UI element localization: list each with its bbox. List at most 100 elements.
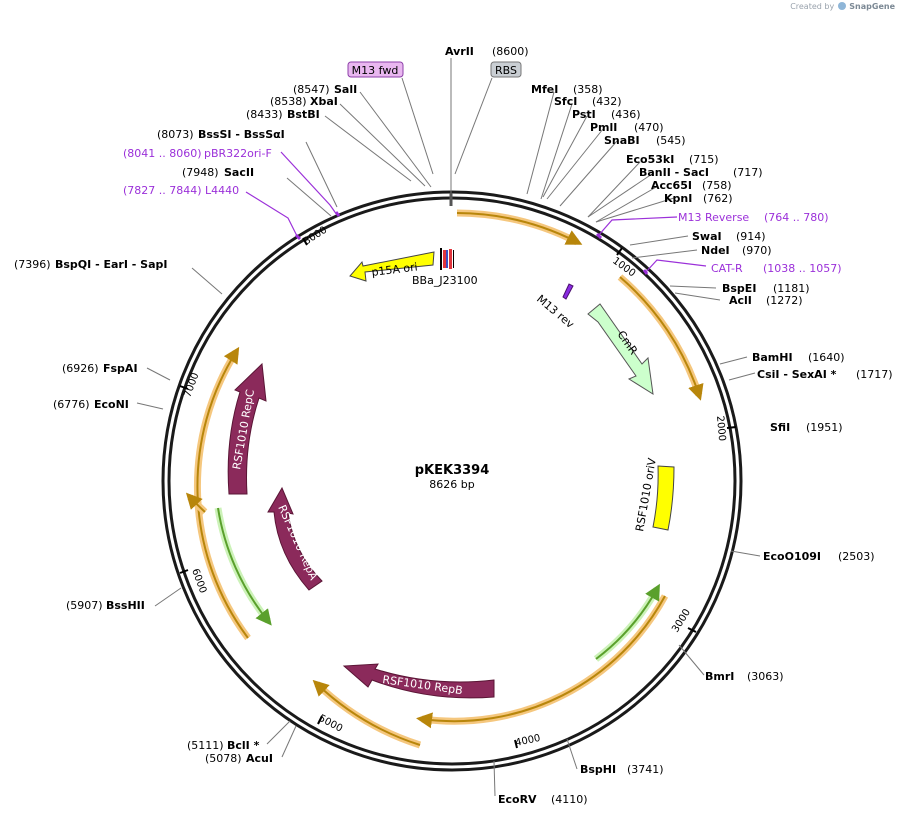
green-arc-left-line: [217, 507, 272, 626]
svg-text:BBa_J23100: BBa_J23100: [412, 274, 478, 287]
svg-text:(717): (717): [733, 166, 763, 179]
primer-l4440: (7827 .. 7844)L4440: [123, 184, 239, 197]
tick-label-7000: 7000: [182, 371, 201, 399]
site-xbai: (8538)XbaI: [270, 95, 338, 108]
feature-m13-rev: M13 rev: [534, 283, 577, 331]
site-acui: (5078)AcuI: [205, 752, 273, 765]
primer-marks: [294, 211, 649, 275]
label-rbs: RBS: [490, 61, 522, 78]
svg-text:(5907): (5907): [66, 599, 103, 612]
site-avrii: AvrII (8600): [445, 45, 529, 58]
leader-lines: [136, 58, 761, 797]
site-bspqi-eari-sapi: (7396)BspQI - EarI - SapI: [14, 258, 167, 271]
site-acc65i: Acc65I (758): [651, 179, 732, 192]
svg-text:(762): (762): [703, 192, 733, 205]
svg-text:BspHI: BspHI: [580, 763, 616, 776]
snapgene-logo-icon: [837, 2, 846, 10]
site-bmri: BmrI(3063): [705, 670, 784, 683]
svg-text:Eco53kI: Eco53kI: [626, 153, 674, 166]
tick-label-2000: 2000: [714, 415, 727, 441]
tick-8000: [302, 237, 308, 246]
svg-text:(358): (358): [573, 83, 603, 96]
svg-text:BstBI: BstBI: [287, 108, 320, 121]
site-sfci: SfcI(432): [554, 95, 622, 108]
svg-text:Acc65I: Acc65I: [651, 179, 692, 192]
svg-text:BanII - SacI: BanII - SacI: [639, 166, 709, 179]
svg-text:(1717): (1717): [856, 368, 893, 381]
orf-arc-bottom-line: [312, 679, 421, 746]
primer-pbr322ori-f: (8041 .. 8060)pBR322ori-F: [123, 147, 272, 160]
site-psti: PstI(436): [572, 108, 641, 121]
orf-arc-left-inner-line: [185, 492, 206, 513]
svg-text:EcoO109I: EcoO109I: [763, 550, 821, 563]
site-ndei: NdeI(970): [701, 244, 772, 257]
svg-text:(3741): (3741): [627, 763, 664, 776]
tick-label-4000: 4000: [514, 733, 541, 749]
svg-text:(8041 .. 8060): (8041 .. 8060): [123, 147, 202, 160]
tick-3000: [687, 627, 697, 633]
svg-text:BspEI: BspEI: [722, 282, 756, 295]
site-econi: (6776)EcoNI: [53, 398, 129, 411]
feature-rsf1010-repa: RSF1010 RepA: [267, 486, 323, 591]
label-m13-fwd: M13 fwd: [347, 61, 404, 78]
site-banii-saci: BanII - SacI (717): [639, 166, 763, 179]
svg-text:CsiI - SexAI *: CsiI - SexAI *: [757, 368, 837, 381]
svg-text:BssSI - BssSαI: BssSI - BssSαI: [198, 128, 285, 141]
svg-text:BspQI - EarI - SapI: BspQI - EarI - SapI: [55, 258, 167, 271]
svg-text:BssHII: BssHII: [106, 599, 145, 612]
svg-text:(4110): (4110): [551, 793, 588, 806]
site-bsshii: (5907)BssHII: [66, 599, 145, 612]
site-bsphi: BspHI (3741): [580, 763, 664, 776]
svg-text:(545): (545): [656, 134, 686, 147]
feature-bba-j23100: BBa_J23100: [412, 248, 478, 287]
svg-text:SnaBI: SnaBI: [604, 134, 640, 147]
svg-text:(1038 .. 1057): (1038 .. 1057): [763, 262, 842, 275]
svg-text:(6926): (6926): [62, 362, 99, 375]
credit-brand: SnapGene: [849, 2, 895, 11]
svg-text:(1181): (1181): [773, 282, 810, 295]
svg-text:(8433): (8433): [246, 108, 283, 121]
svg-text:(758): (758): [702, 179, 732, 192]
site-mfei: MfeI (358): [531, 83, 603, 96]
svg-text:(715): (715): [689, 153, 719, 166]
svg-text:(8538): (8538): [270, 95, 307, 108]
orf-arc-right-line: [619, 276, 704, 401]
plasmid-name: pKEK3394: [415, 463, 490, 478]
svg-text:AclI: AclI: [729, 294, 752, 307]
svg-text:(7827 .. 7844): (7827 .. 7844): [123, 184, 202, 197]
site-eco53ki: Eco53kI (715): [626, 153, 719, 166]
svg-text:(914): (914): [736, 230, 766, 243]
orf-arc-top-line: [456, 212, 583, 245]
site-ecoo109i: EcoO109I (2503): [763, 550, 875, 563]
svg-text:MfeI: MfeI: [531, 83, 558, 96]
svg-text:FspAI: FspAI: [103, 362, 138, 375]
svg-text:SfiI: SfiI: [770, 421, 790, 434]
svg-text:pBR322ori-F: pBR322ori-F: [204, 147, 272, 160]
svg-text:(432): (432): [592, 95, 622, 108]
svg-text:M13 fwd: M13 fwd: [352, 64, 399, 77]
site-snabi: SnaBI (545): [604, 134, 686, 147]
svg-text:PstI: PstI: [572, 108, 596, 121]
svg-text:(1640): (1640): [808, 351, 845, 364]
site-acli: AclI(1272): [729, 294, 803, 307]
tick-4000: [514, 739, 518, 749]
tick-1000: [616, 247, 623, 256]
svg-text:(5078): (5078): [205, 752, 242, 765]
svg-text:PmlI: PmlI: [590, 121, 617, 134]
svg-text:(2503): (2503): [838, 550, 875, 563]
feature-rsf1010-oriv: RSF1010 oriV: [633, 457, 675, 533]
svg-text:(6776): (6776): [53, 398, 90, 411]
credit-prefix: Created by: [790, 2, 835, 11]
svg-text:(7948): (7948): [182, 166, 219, 179]
tick-6000: [179, 569, 189, 574]
feature-p15a-ori: p15A ori: [349, 251, 435, 282]
svg-text:(5111): (5111): [187, 739, 224, 752]
site-bsssi-bsssai: (8073)BssSI - BssSαI: [157, 128, 285, 141]
svg-text:BmrI: BmrI: [705, 670, 734, 683]
orf-arc-top: [456, 209, 579, 246]
svg-text:SwaI: SwaI: [692, 230, 722, 243]
svg-text:L4440: L4440: [205, 184, 239, 197]
primer-cat-r: CAT-R(1038 .. 1057): [711, 262, 842, 275]
svg-text:BamHI: BamHI: [752, 351, 793, 364]
site-swai: SwaI (914): [692, 230, 766, 243]
